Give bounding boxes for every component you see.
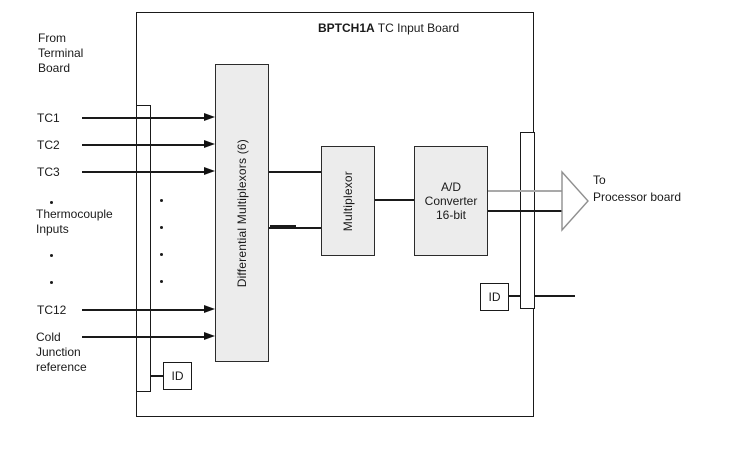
arrowhead-icon [204,332,215,340]
id-box-right-label: ID [488,290,501,304]
board-title-text: TC Input Board [374,21,460,35]
ellipsis-dot [160,280,163,283]
wire-id-right [508,295,521,297]
multiplexor-block: Multiplexor [321,146,375,256]
wire-mux-to-adc [375,199,414,201]
source-label: From Terminal Board [38,31,84,75]
adc-block: A/D Converter 16-bit [414,146,488,256]
tc1-label: TC1 [37,111,60,125]
cold-junction-label: Cold Junction reference [36,330,87,374]
wire-id-left [151,375,163,377]
id-box-left: ID [163,362,192,390]
ellipsis-dot [160,199,163,202]
adc-label: A/D Converter 16-bit [424,180,478,222]
wire-tc12 [82,309,205,311]
wire-tc1 [82,117,205,119]
wire-tc3 [82,171,205,173]
ellipsis-dot [160,226,163,229]
tc2-label: TC2 [37,138,60,152]
ellipsis-dot [50,201,53,204]
wire-adc-out-upper [488,190,562,192]
board-title: BPTCH1A TC Input Board [318,21,459,35]
wire-adc-out-lower [488,210,562,212]
id-box-left-label: ID [171,369,184,383]
tc3-label: TC3 [37,165,60,179]
thermocouple-inputs-label: Thermocouple Inputs [36,207,113,236]
ellipsis-dot [50,281,53,284]
wire-cold-junction [82,336,205,338]
output-label: To Processor board [593,173,682,204]
arrowhead-icon [204,305,215,313]
wire-bus-lower-stub [270,225,296,227]
wire-bus-lower [269,227,321,229]
input-connector-bar [136,105,151,392]
differential-multiplexors-label: Differential Multiplexors (6) [235,138,249,288]
multiplexor-label: Multiplexor [341,170,355,232]
wire-tc2 [82,144,205,146]
wire-external-right [534,295,575,297]
arrowhead-icon [204,167,215,175]
output-connector-bar [520,132,535,309]
ellipsis-dot [160,253,163,256]
differential-multiplexors-block: Differential Multiplexors (6) [215,64,269,362]
processor-arrow-icon [561,170,589,232]
tc12-label: TC12 [37,303,67,317]
ellipsis-dot [50,254,53,257]
arrowhead-icon [204,140,215,148]
id-box-right: ID [480,283,509,311]
wire-bus-upper [269,171,321,173]
arrowhead-icon [204,113,215,121]
board-title-model: BPTCH1A [318,21,375,35]
